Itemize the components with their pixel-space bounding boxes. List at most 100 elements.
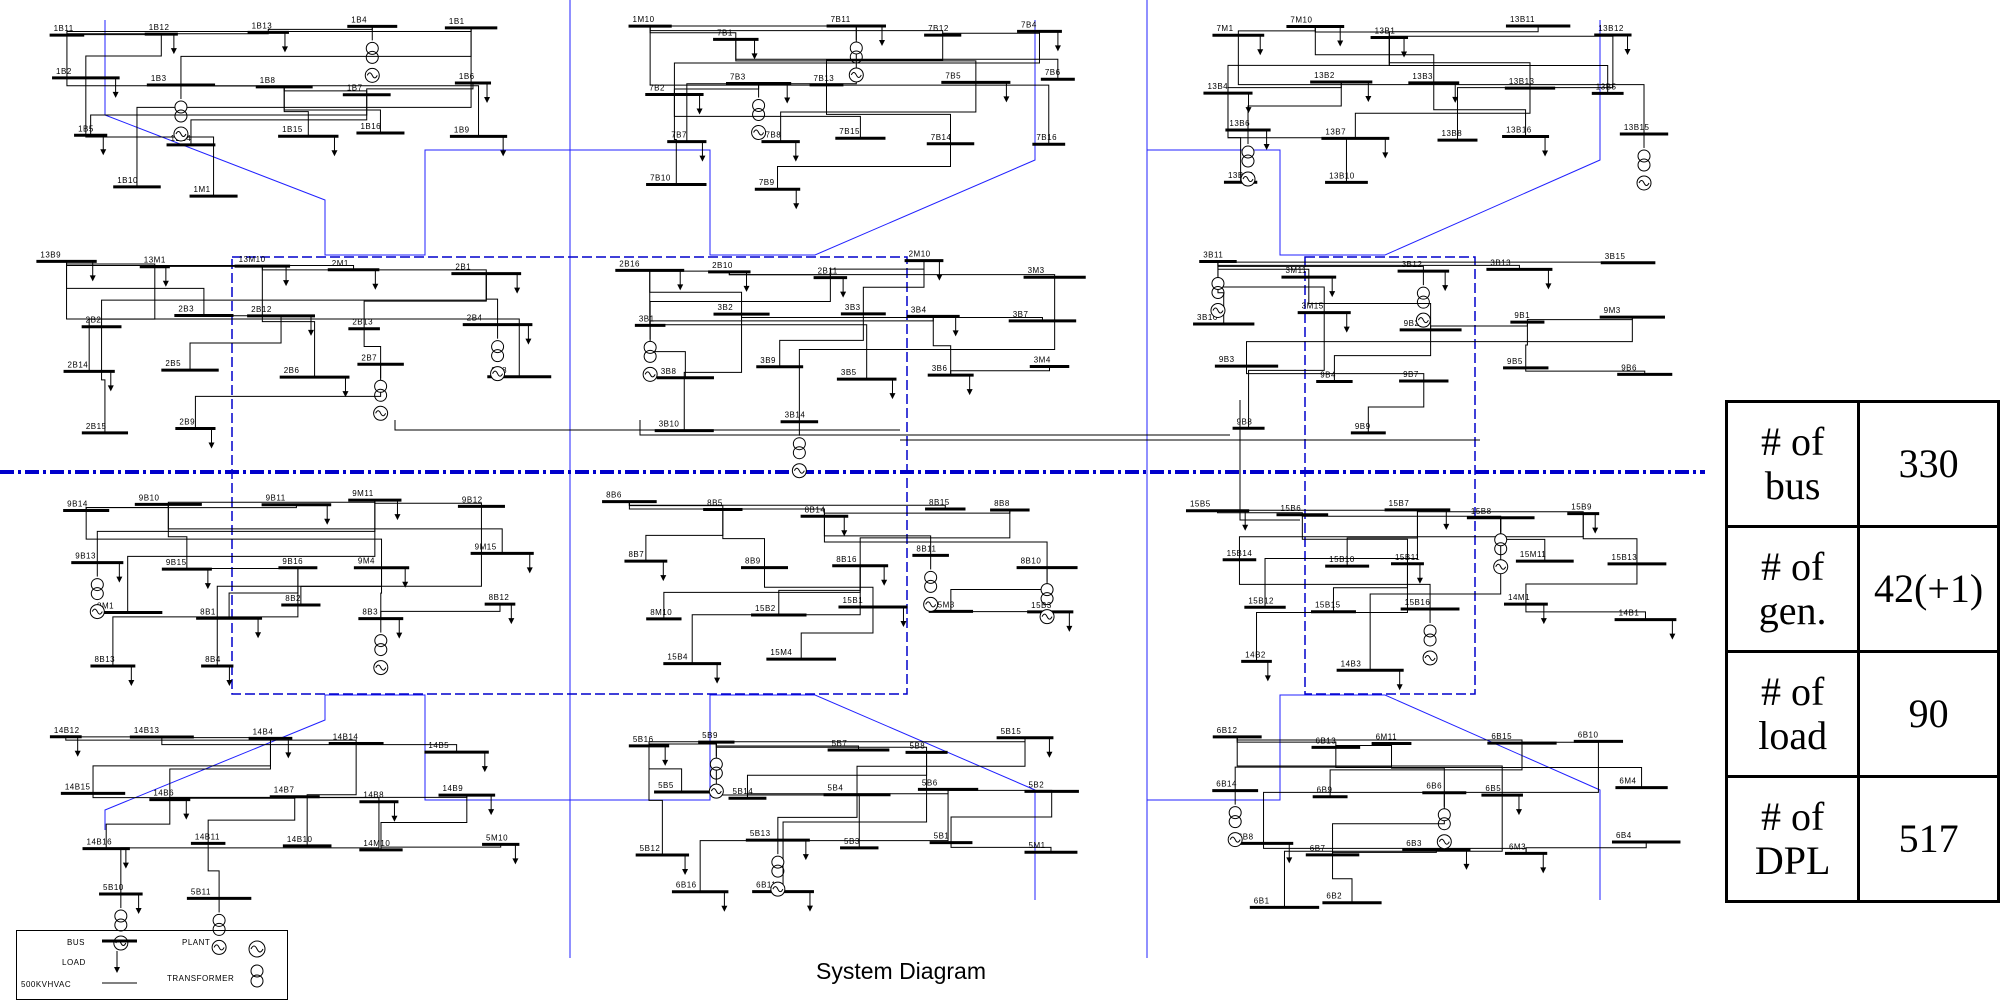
tie-line — [640, 420, 1230, 435]
bus-label: 5B13 — [750, 829, 771, 838]
line-500kv — [674, 95, 676, 185]
legend-line-label: 500KVHVAC — [21, 980, 71, 989]
line-500kv — [650, 270, 867, 379]
line-500kv — [1336, 747, 1642, 787]
bus-label: 14M1 — [1508, 593, 1530, 602]
load-arrow-icon — [484, 97, 490, 103]
bus-label: 13B3 — [1412, 72, 1433, 81]
transformer-icon — [251, 965, 263, 987]
bus-label: 14B8 — [363, 791, 384, 800]
bus-label: 8B14 — [805, 505, 826, 514]
load-arrow-icon — [879, 40, 885, 46]
load-arrow-icon — [1003, 96, 1009, 102]
bus-label: 9B14 — [67, 500, 88, 509]
line-500kv — [951, 791, 1052, 842]
bus-label: 13B5 — [1596, 82, 1617, 91]
line-500kv — [262, 266, 314, 377]
bus-label: 7B15 — [839, 127, 860, 136]
load-arrow-icon — [183, 814, 189, 820]
line-500kv — [824, 516, 930, 555]
bus-label: 9M11 — [352, 489, 373, 498]
bus-label: 15B5 — [1190, 500, 1211, 509]
dpl-count-value: 517 — [1859, 777, 1999, 902]
bus-label: 1B6 — [459, 72, 475, 81]
load-arrow-icon — [391, 816, 397, 822]
line-500kv — [780, 314, 864, 367]
line-500kv — [716, 742, 926, 752]
bus-label: 3B3 — [845, 303, 861, 312]
load-arrow-icon — [116, 577, 122, 583]
load-arrow-icon — [793, 203, 799, 209]
bus-label: 7B9 — [759, 178, 775, 187]
bus-label: 5B12 — [640, 844, 661, 853]
line-500kv — [860, 510, 1010, 566]
load-arrow-icon — [1066, 626, 1072, 632]
line-500kv — [181, 28, 471, 85]
bus-label: 9M15 — [475, 542, 497, 551]
load-arrow-icon — [163, 281, 169, 287]
bus-label: 8B12 — [489, 593, 510, 602]
line-500kv — [170, 738, 271, 799]
inner-area-boundary — [1305, 257, 1475, 694]
load-arrow-icon — [744, 286, 750, 292]
line-500kv — [1284, 795, 1502, 907]
load-arrow-icon — [714, 678, 720, 684]
load-arrow-icon — [699, 156, 705, 162]
load-arrow-icon — [1669, 634, 1675, 640]
load-arrow-icon — [1463, 864, 1469, 870]
line-500kv — [650, 26, 943, 35]
bus-label: 7B7 — [671, 131, 687, 140]
line-500kv — [102, 327, 105, 433]
line-500kv — [649, 746, 662, 855]
load-arrow-icon — [512, 858, 518, 864]
bus-label: 6B10 — [1578, 730, 1599, 739]
bus-label: 13B6 — [1229, 119, 1250, 128]
line-500kv — [778, 144, 951, 189]
bus-label: 14B11 — [195, 832, 220, 841]
line-500kv — [700, 789, 948, 891]
bus-label: 2B6 — [284, 366, 300, 375]
bus-label: 15B13 — [1612, 553, 1638, 562]
load-arrow-icon — [936, 275, 942, 281]
load-arrow-icon — [1397, 684, 1403, 690]
bus-label: 7M1 — [1216, 24, 1233, 33]
bus-label: 9B1 — [1514, 311, 1530, 320]
load-arrow-icon — [1592, 528, 1598, 534]
line-500kv — [1249, 313, 1325, 429]
bus-label: 15B9 — [1571, 503, 1592, 512]
line-500kv — [736, 39, 1058, 79]
bus-label: 2B4 — [467, 314, 483, 323]
bus-label: 14B15 — [65, 782, 91, 791]
bus-label: 13B16 — [1506, 126, 1532, 135]
load-arrow-icon — [1264, 144, 1270, 150]
load-arrow-icon — [697, 109, 703, 115]
bus-label: 3B4 — [911, 305, 927, 314]
line-500kv — [162, 737, 457, 752]
bus-label: 2B7 — [361, 353, 377, 362]
bus-label: 8M10 — [650, 608, 672, 617]
line-500kv — [684, 314, 741, 431]
line-500kv — [168, 504, 502, 553]
bus-label: 5B5 — [658, 781, 674, 790]
bus-label: 13B10 — [1329, 171, 1355, 180]
load-arrow-icon — [123, 863, 129, 869]
bus-label: 6B12 — [1217, 726, 1238, 735]
bus-label: 14M10 — [363, 839, 390, 848]
bus-label: 9B8 — [1237, 417, 1253, 426]
bus-label: 15B15 — [1315, 601, 1341, 610]
bus-label: 14B6 — [153, 789, 174, 798]
line-500kv — [783, 752, 927, 891]
load-arrow-icon — [508, 618, 514, 624]
legend-graphics: BUS LOAD 500KVHVAC PLANT TRANSFORMER — [17, 931, 287, 999]
line-500kv — [1238, 35, 1644, 134]
line-500kv — [67, 34, 161, 35]
line-500kv — [629, 502, 824, 517]
bus-label: 3B9 — [760, 356, 776, 365]
bus-label: 3B6 — [932, 364, 948, 373]
bus-label: 5B16 — [633, 735, 654, 744]
bus-label: 1B9 — [454, 125, 470, 134]
bus-label: 9B10 — [139, 493, 160, 502]
gen-count-value: 42(+1) — [1859, 527, 1999, 652]
line-500kv — [367, 83, 473, 95]
